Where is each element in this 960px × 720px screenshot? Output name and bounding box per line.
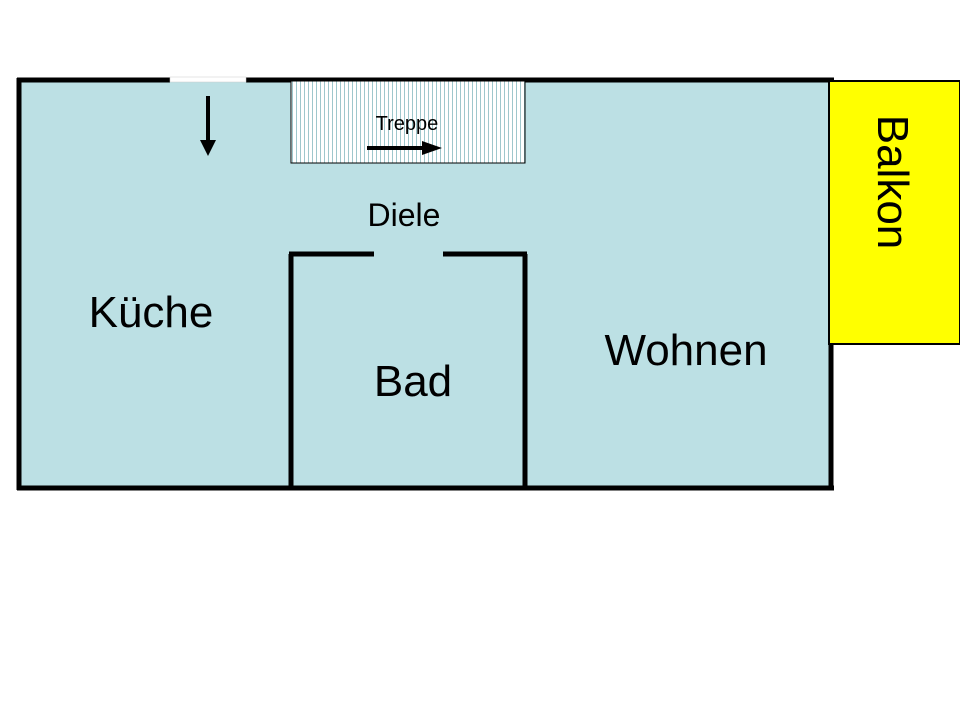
balcony-label: Balkon <box>868 115 917 250</box>
balcony <box>828 80 960 345</box>
entrance-door <box>169 76 247 83</box>
kitchen-label: Küche <box>89 288 214 337</box>
stairs-arrow-icon <box>367 141 442 155</box>
bathroom-walls <box>288 251 528 488</box>
hall-label: Diele <box>368 197 441 233</box>
stairs-label: Treppe <box>376 113 439 135</box>
entry-arrow-icon <box>200 96 216 156</box>
bath-label: Bad <box>374 357 452 406</box>
living-label: Wohnen <box>604 326 767 375</box>
